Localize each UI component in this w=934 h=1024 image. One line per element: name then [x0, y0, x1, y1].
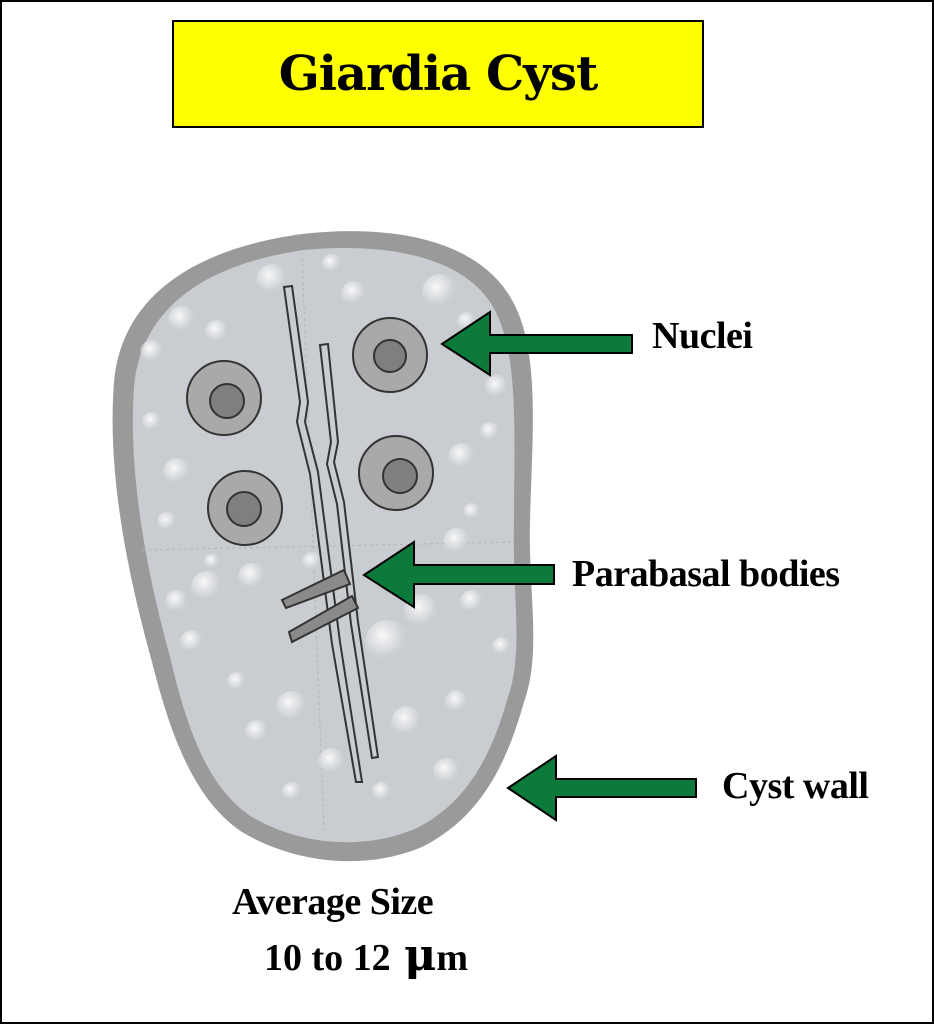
parabasal-body: [280, 568, 352, 610]
nucleus: [358, 435, 434, 511]
arrow-nuclei: [440, 310, 633, 377]
label-parabasal-bodies: Parabasal bodies: [572, 553, 840, 595]
label-cyst-wall: Cyst wall: [722, 765, 869, 807]
size-heading: Average Size: [232, 881, 434, 923]
axoneme: [282, 284, 364, 783]
parabasal-body: [287, 594, 360, 644]
size-unit-suffix: m: [436, 937, 469, 979]
nucleus: [352, 317, 428, 393]
nucleus: [207, 470, 283, 546]
label-nuclei: Nuclei: [652, 315, 753, 357]
cytoplasm-divider: [301, 251, 325, 833]
cytoplasm-texture: [140, 254, 512, 802]
size-value: 10 to 12 μm: [264, 930, 468, 981]
nucleus: [186, 360, 262, 436]
title-box: Giardia Cyst: [172, 20, 704, 128]
size-range: 10 to 12: [264, 937, 391, 979]
arrow-parabasal-bodies: [362, 540, 555, 609]
diagram-title: Giardia Cyst: [278, 46, 599, 102]
axoneme: [318, 342, 380, 760]
micro-symbol: μ: [404, 930, 437, 981]
arrow-cyst-wall: [506, 754, 697, 822]
